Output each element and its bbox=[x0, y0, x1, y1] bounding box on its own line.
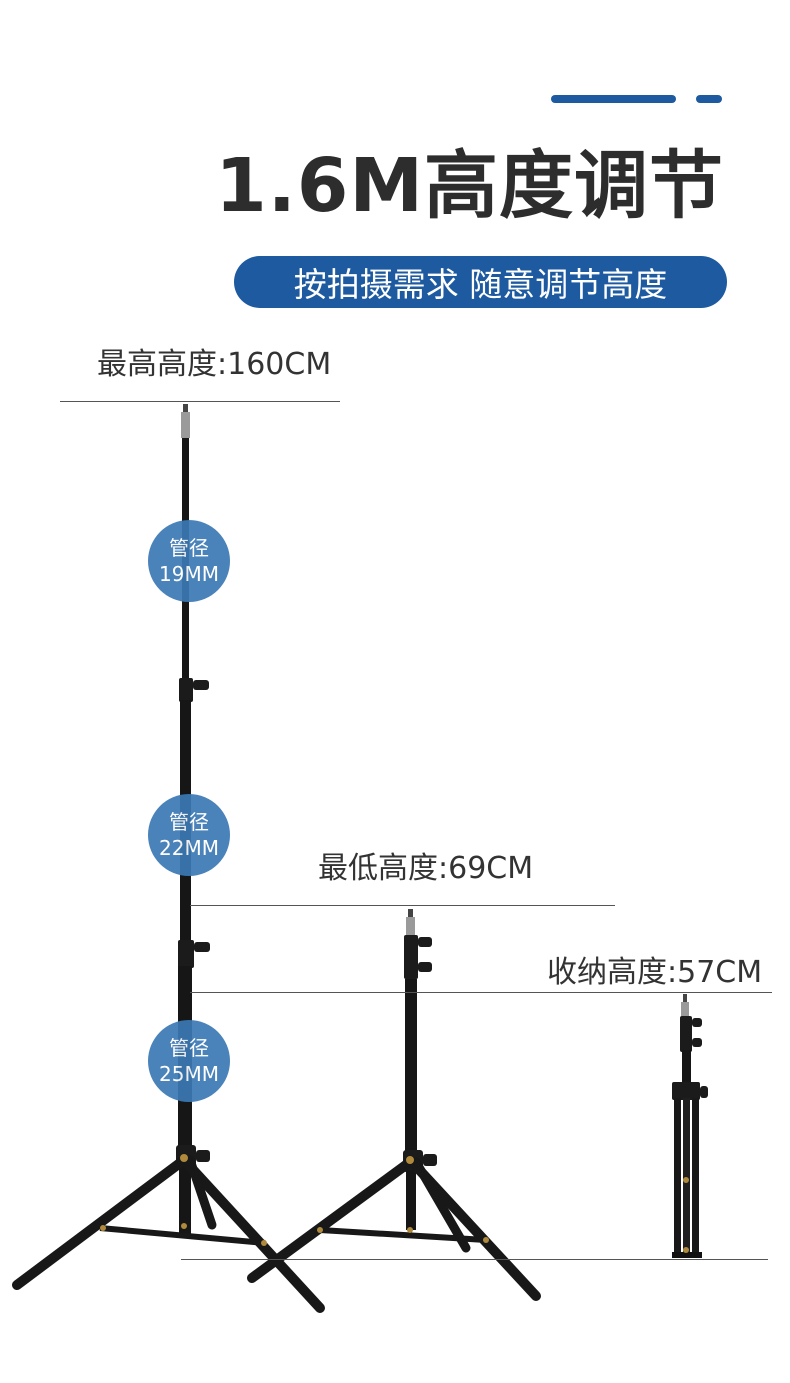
tube-size: 22MM bbox=[159, 836, 219, 860]
tube-size: 25MM bbox=[159, 1062, 219, 1086]
tube-diameter-badge: 管径 25MM bbox=[148, 1020, 230, 1102]
accent-bar-short bbox=[696, 95, 722, 103]
accent-bar-long bbox=[551, 95, 676, 103]
stored-height-label: 收纳高度:57CM bbox=[547, 955, 763, 990]
min-height-label: 最低高度:69CM bbox=[318, 851, 534, 886]
stored-height-line bbox=[190, 992, 772, 993]
page-title: 1.6M高度调节 bbox=[215, 143, 724, 229]
tube-label: 管径 bbox=[169, 536, 209, 560]
tube-diameter-badge: 管径 19MM bbox=[148, 520, 230, 602]
subtitle-text: 按拍摄需求 随意调节高度 bbox=[293, 265, 668, 304]
max-height-line bbox=[60, 401, 340, 402]
subtitle-banner: 按拍摄需求 随意调节高度 bbox=[234, 256, 727, 308]
tube-label: 管径 bbox=[169, 1036, 209, 1060]
tube-diameter-badge: 管径 22MM bbox=[148, 794, 230, 876]
tube-size: 19MM bbox=[159, 562, 219, 586]
ground-line bbox=[181, 1259, 768, 1260]
tube-label: 管径 bbox=[169, 810, 209, 834]
tripod-min-height bbox=[247, 909, 541, 1301]
max-height-label: 最高高度:160CM bbox=[97, 347, 332, 382]
min-height-line bbox=[190, 905, 615, 906]
tripod-stored bbox=[672, 994, 708, 1258]
